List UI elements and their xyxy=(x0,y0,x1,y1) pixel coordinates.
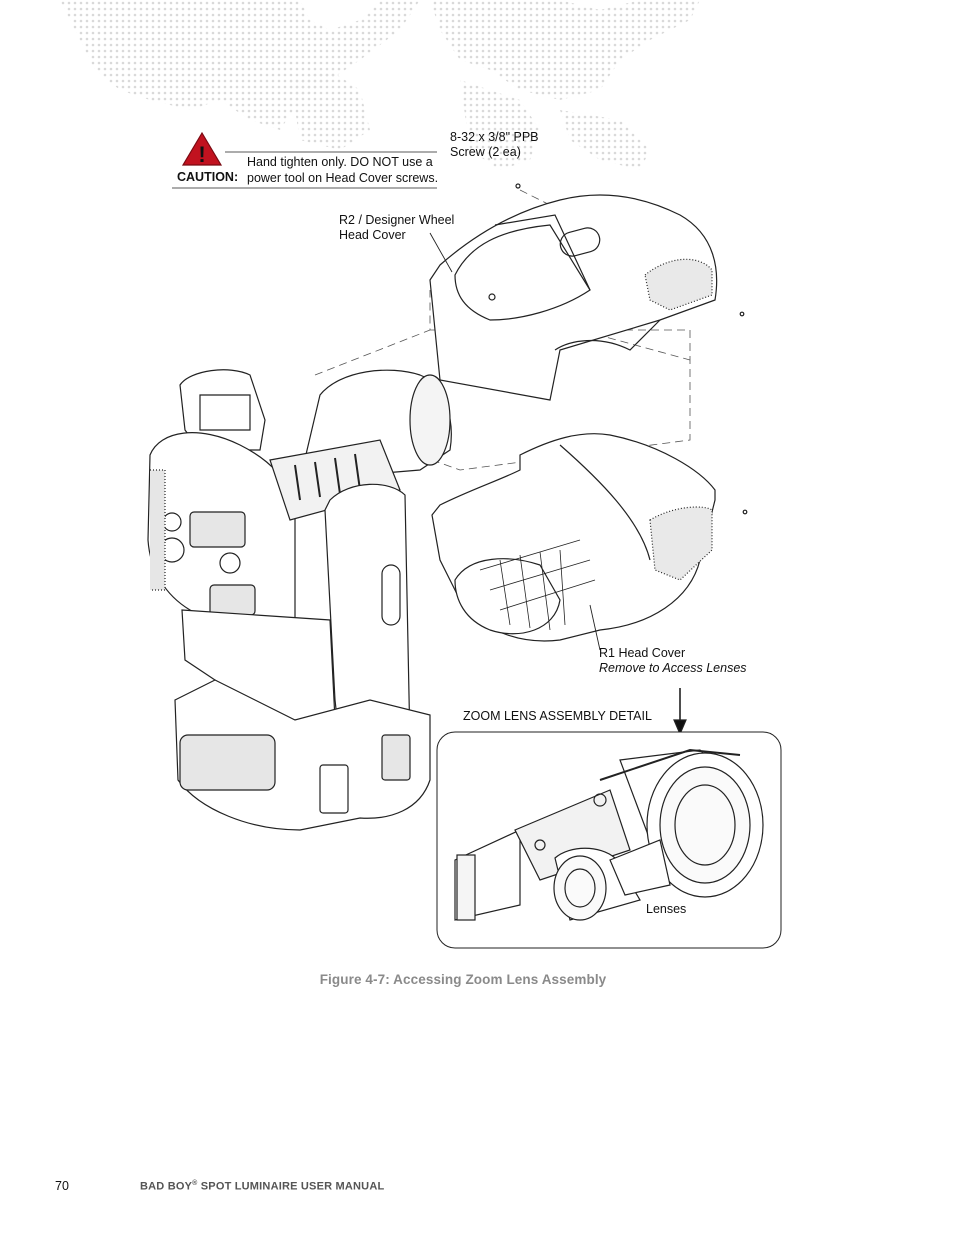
r2-cover-callout-line-1: R2 / Designer Wheel xyxy=(339,213,455,227)
figure-caption: Figure 4-7: Accessing Zoom Lens Assembly xyxy=(319,972,607,987)
r1-head-cover xyxy=(431,433,748,642)
registered-mark: ® xyxy=(192,1180,198,1187)
world-map-background xyxy=(60,0,700,170)
exclamation-mark: ! xyxy=(198,142,205,167)
lenses-callout: Lenses xyxy=(646,902,687,916)
r1-cover-callout-line-2: Remove to Access Lenses xyxy=(599,661,747,676)
zoom-detail-title: ZOOM LENS ASSEMBLY DETAIL xyxy=(463,709,652,723)
manual-title-prefix: BAD BOY xyxy=(140,1180,193,1193)
r1-cover-callout-line-1: R1 Head Cover xyxy=(599,646,686,660)
caution-block: CAUTION: Hand tighten only. DO NOT use a… xyxy=(172,130,442,190)
screw-callout-line-2: Screw (2 ea) xyxy=(450,145,521,159)
exploded-assembly-drawing: ! xyxy=(147,131,782,949)
r2-cover-callout-line-2: Head Cover xyxy=(339,228,406,242)
r2-head-cover xyxy=(429,183,745,401)
caution-line-1: Hand tighten only. DO NOT use a xyxy=(247,155,433,169)
zoom-lens-detail-box xyxy=(436,731,782,949)
r2-cover-callout: R2 / Designer Wheel Head Cover xyxy=(339,213,454,243)
caution-label: CAUTION: xyxy=(177,170,239,184)
manual-title: BAD BOY® SPOT LUMINAIRE USER MANUAL xyxy=(140,1180,384,1193)
manual-title-suffix: SPOT LUMINAIRE USER MANUAL xyxy=(197,1180,385,1193)
caution-text: Hand tighten only. DO NOT use a power to… xyxy=(247,154,438,186)
callout-arrow-head xyxy=(673,719,687,736)
page-number: 70 xyxy=(55,1179,69,1193)
luminaire-body xyxy=(147,369,452,831)
screw-callout-line-1: 8-32 x 3/8" PPB xyxy=(450,130,539,144)
r1-cover-callout-note: Remove to Access Lenses xyxy=(599,661,747,675)
r1-cover-callout: R1 Head Cover Remove to Access Lenses xyxy=(599,646,747,676)
screw-callout: 8-32 x 3/8" PPB Screw (2 ea) xyxy=(450,130,539,160)
warning-triangle-icon xyxy=(181,131,223,166)
caution-line-2: power tool on Head Cover screws. xyxy=(247,171,439,185)
caution-rules xyxy=(172,151,437,189)
